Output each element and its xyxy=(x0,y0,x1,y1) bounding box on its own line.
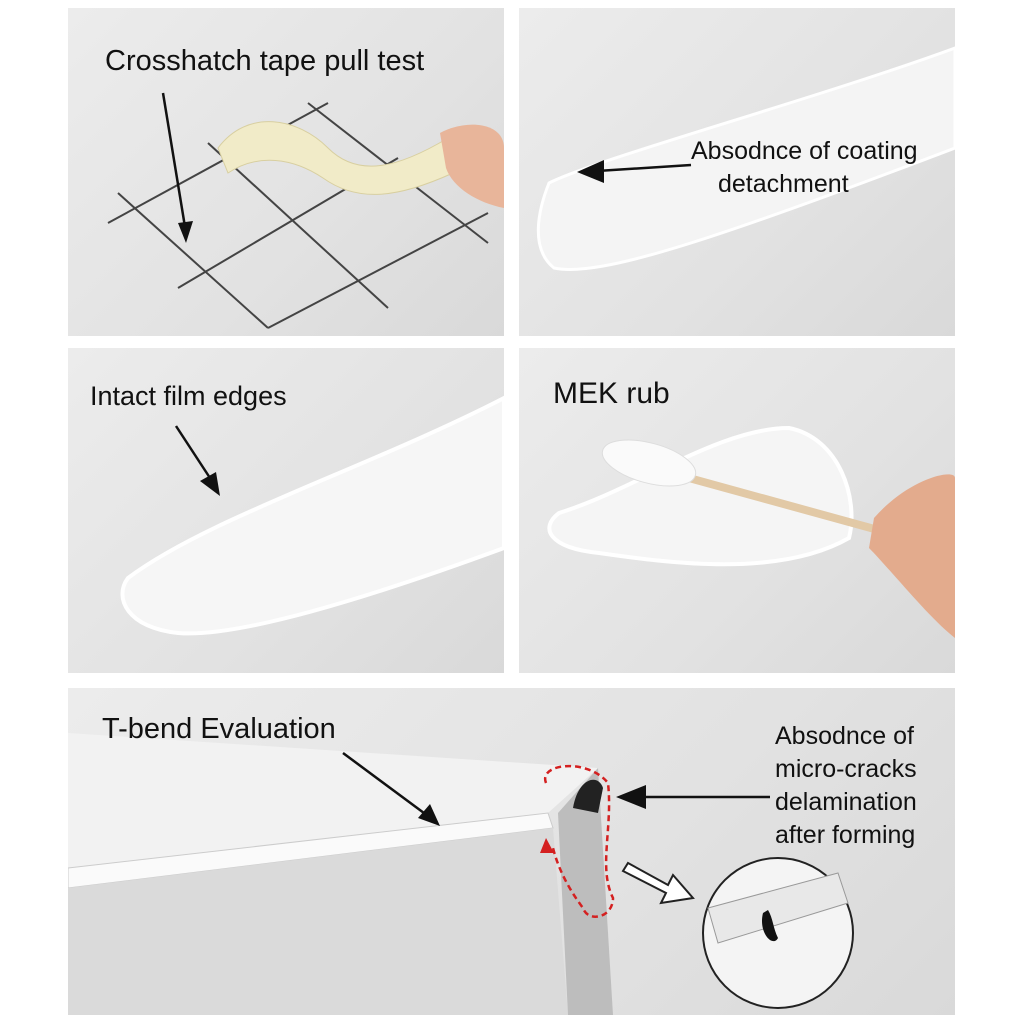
arrow-icon xyxy=(577,160,604,183)
crosshatch-panel: Crosshatch tape pull test xyxy=(68,8,504,336)
tbend-callout-line: delamination xyxy=(775,788,917,816)
magnified-edge xyxy=(707,872,849,944)
coating-panel: Absodnce of coating detachment xyxy=(519,8,955,336)
coating-label-line2: detachment xyxy=(718,170,849,198)
panel-front xyxy=(68,828,568,1015)
film-coating xyxy=(120,395,504,636)
tbend-callout: Absodnce of micro-cracks delamination af… xyxy=(775,720,917,852)
mek-label: MEK rub xyxy=(553,377,670,410)
fingers xyxy=(869,474,955,638)
fingers xyxy=(440,124,504,208)
swab-stick xyxy=(685,474,893,537)
film-edges-illustration xyxy=(120,395,504,636)
arrow-icon xyxy=(616,785,646,809)
tbend-callout-line: micro-cracks xyxy=(775,755,917,783)
bend-crack xyxy=(573,779,603,813)
panel-top-surface xyxy=(68,733,598,868)
film-edges-label: Intact film edges xyxy=(90,381,287,411)
coating-label-line1: Absodnce of coating xyxy=(691,137,918,165)
magnified-crack xyxy=(761,910,778,942)
film-edges-panel: Intact film edges xyxy=(68,348,504,673)
swab-tip xyxy=(601,439,697,487)
tbend-label: T-bend Evaluation xyxy=(102,713,336,745)
tbend-illustration xyxy=(68,733,854,1015)
coating-illustration xyxy=(536,46,955,271)
crosshatch-illustration xyxy=(107,92,504,329)
crosshatch-label: Crosshatch tape pull test xyxy=(105,45,425,77)
tbend-panel: T-bend Evaluation Absodnce of micro-crac… xyxy=(68,688,955,1015)
arrow-icon xyxy=(418,804,440,826)
mek-panel: MEK rub xyxy=(519,348,955,673)
mek-illustration xyxy=(547,425,955,638)
arrow-icon xyxy=(200,472,220,496)
tbend-callout-line: after forming xyxy=(775,821,916,849)
highlight-outline xyxy=(543,764,615,918)
arrow-icon xyxy=(178,221,193,243)
panel-side xyxy=(558,768,613,1015)
hollow-arrow-icon xyxy=(621,861,695,905)
coating-smear xyxy=(536,46,955,271)
tbend-callout-line: Absodnce of xyxy=(775,722,914,750)
rubbed-coating xyxy=(547,425,854,567)
highlight-arrow-icon xyxy=(540,838,554,853)
